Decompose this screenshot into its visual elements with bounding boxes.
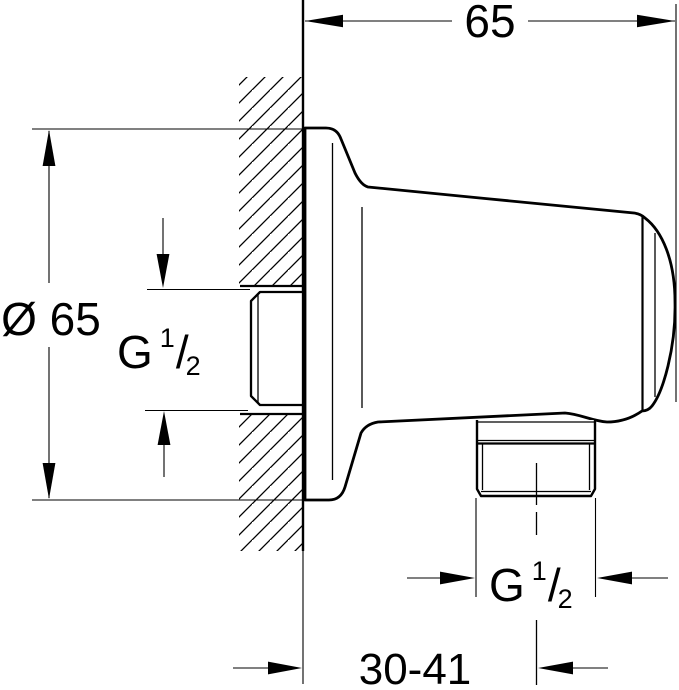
dim-depth-range-label: 30-41 <box>359 645 472 690</box>
fixture-outline <box>303 126 677 502</box>
dim-dia-arrow-down <box>42 463 56 499</box>
wall-section <box>239 0 305 684</box>
dim-depth-range: 30-41 <box>233 645 608 690</box>
inlet-connector <box>249 290 305 407</box>
dim-inlet-arrow-up <box>157 411 171 445</box>
dim-depth-arrow-left <box>268 661 302 675</box>
dim-top-arrow-left <box>305 14 343 28</box>
dim-outlet-arrow-left <box>440 571 475 585</box>
outlet-fill <box>477 420 595 496</box>
fixture-body <box>303 126 677 502</box>
inlet-connector-body <box>249 290 305 407</box>
outlet-connector <box>475 420 597 685</box>
dim-inlet-arrow-down <box>156 254 170 288</box>
dim-top-width-label: 65 <box>464 0 515 47</box>
dim-dia-arrow-up <box>42 130 56 166</box>
wall-hatching-lower <box>239 414 302 551</box>
dim-top-width: 65 <box>305 0 677 402</box>
dim-depth-arrow-right <box>538 661 573 675</box>
dim-flange-diameter: Ø 65 <box>1 128 330 501</box>
dim-outlet-arrow-right <box>597 571 632 585</box>
wall-hatching-upper <box>239 77 302 286</box>
dim-flange-diameter-label: Ø 65 <box>1 293 101 345</box>
dim-top-arrow-right <box>637 14 675 28</box>
